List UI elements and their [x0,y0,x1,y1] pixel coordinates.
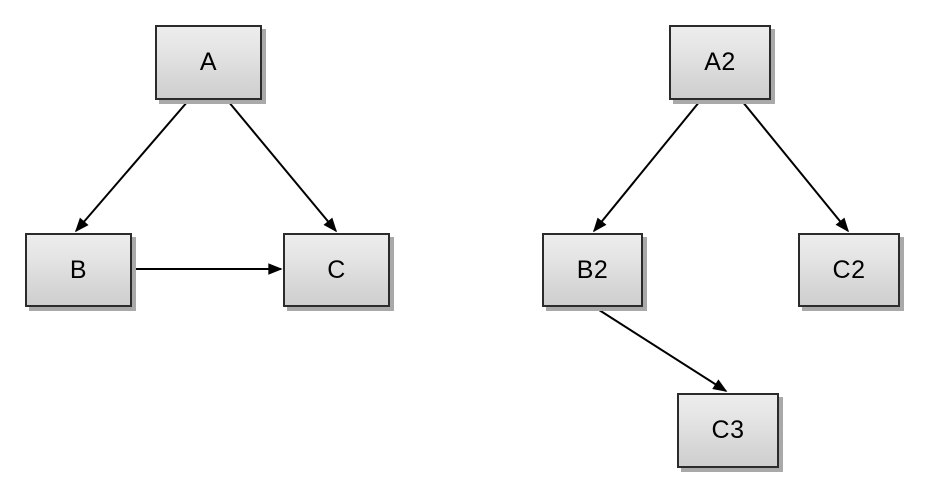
node-c3-label: C3 [711,416,745,444]
edge-a2-to-b2 [592,100,701,233]
arrowhead-icon [835,217,850,233]
edge-line [595,307,727,392]
node-a[interactable]: A [155,25,262,100]
edge-b2-to-c3 [595,307,728,392]
node-a2[interactable]: A2 [669,25,771,100]
edge-line [227,100,337,232]
node-b2[interactable]: B2 [542,233,643,307]
arrowhead-icon [323,217,338,233]
node-b2-label: B2 [576,255,609,284]
arrowhead-icon [592,217,607,233]
arrowhead-icon [74,217,89,233]
node-a2-label: A2 [704,48,736,76]
arrowhead-icon [268,263,283,275]
node-c[interactable]: C [283,233,390,307]
node-c2-label: C2 [832,255,866,284]
edge-a2-to-c2 [741,100,850,233]
edge-a-to-c [227,100,338,233]
edge-line [593,100,701,232]
node-b[interactable]: B [25,233,132,307]
edge-line [75,100,189,232]
node-c-label: C [327,255,346,284]
node-c2[interactable]: C2 [798,233,900,307]
node-a-label: A [199,48,218,76]
node-b-label: B [69,255,88,284]
edge-a-to-b [74,100,189,233]
arrowhead-icon [712,379,728,392]
edge-b-to-c [134,263,283,275]
node-c3[interactable]: C3 [677,393,779,468]
edge-line [741,100,849,232]
